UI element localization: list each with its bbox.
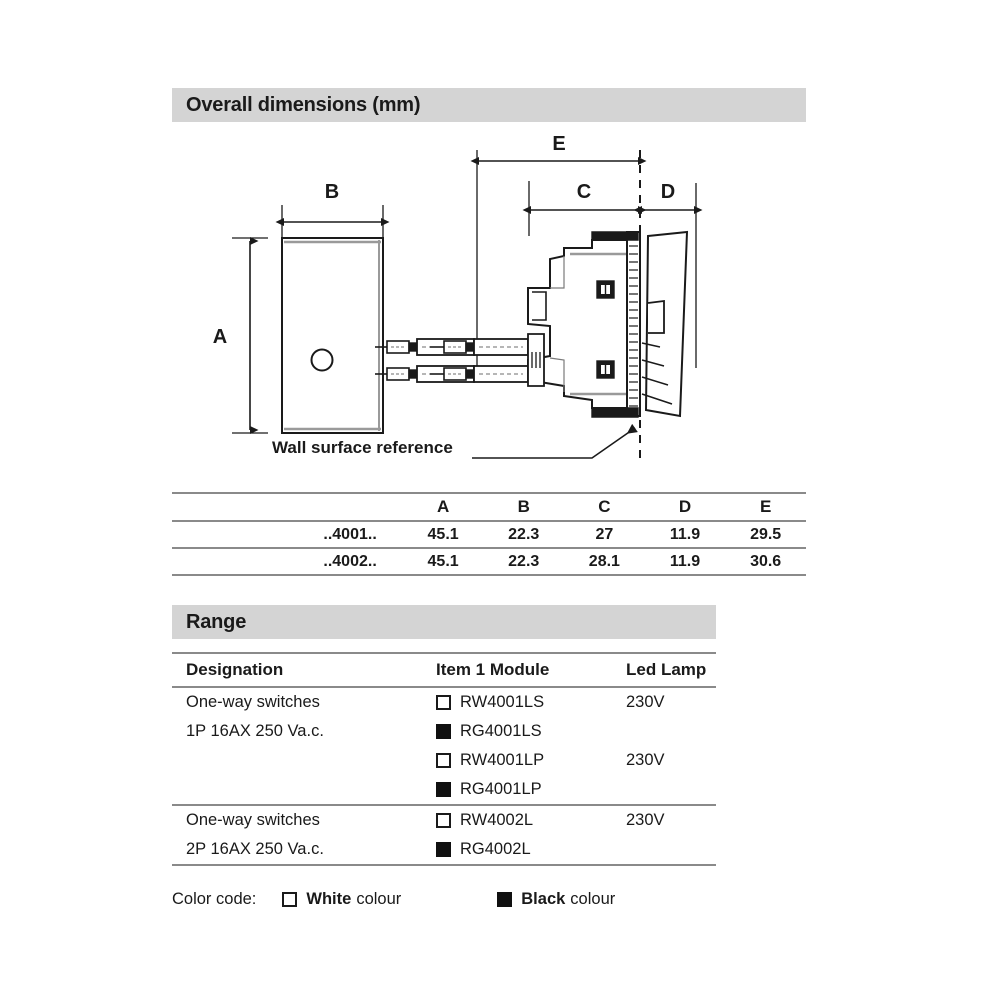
led-lamp-value (626, 835, 716, 864)
colour-swatch-white (436, 813, 451, 828)
module-line: RW4001LS (436, 688, 612, 717)
range-table: Designation Item 1 Module Led Lamp One-w… (172, 652, 716, 866)
led-lamp-value (626, 775, 716, 804)
range-group-row: One-way switches 1P 16AX 250 Va.c. RW400… (172, 687, 716, 806)
range-col-led-lamp: Led Lamp (612, 652, 716, 688)
module-code: RW4001LP (460, 751, 545, 769)
section-title-range: Range (186, 610, 247, 633)
dimension-col-C: C (564, 492, 645, 522)
module-code: RG4002L (460, 840, 531, 858)
table-row: ..4002.. 45.1 22.3 28.1 11.9 30.6 (172, 548, 806, 576)
dimension-label-C: C (577, 181, 591, 203)
range-designation-cell: One-way switches 1P 16AX 250 Va.c. (172, 687, 422, 806)
dimension-value-B: 22.3 (483, 521, 565, 549)
led-lamp-value (626, 717, 716, 746)
module-code: RG4001LP (460, 780, 542, 798)
colour-swatch-black (436, 842, 451, 857)
module-line: RG4001LS (436, 717, 612, 746)
color-code-label: Color code: (172, 889, 257, 908)
section-title-overall-dimensions: Overall dimensions (mm) (186, 93, 421, 116)
color-code-white-suffix: colour (356, 889, 402, 908)
dimension-col-A: A (402, 492, 484, 522)
overall-dimensions-table: A B C D E ..4001.. 45.1 22.3 27 11.9 29.… (172, 492, 806, 576)
color-code-black-suffix: colour (570, 889, 616, 908)
color-code-legend: Color code: White colour Black colour (172, 884, 716, 914)
colour-swatch-black (436, 724, 451, 739)
range-led-lamp-cell: 230V (612, 805, 716, 866)
dimension-col-E: E (725, 492, 806, 522)
color-code-white-name: White (306, 889, 352, 908)
dimension-row-label: ..4002.. (172, 548, 403, 576)
table-row: ..4001.. 45.1 22.3 27 11.9 29.5 (172, 521, 806, 549)
range-group-row: One-way switches 2P 16AX 250 Va.c. RW400… (172, 805, 716, 866)
section-header-range: Range (172, 605, 716, 639)
led-lamp-value: 230V (626, 811, 665, 829)
dimension-col-blank (172, 492, 403, 522)
dimension-value-C: 27 (564, 521, 645, 549)
dimension-table-header-row: A B C D E (172, 492, 806, 522)
colour-swatch-white (436, 695, 451, 710)
dimension-label-B: B (325, 181, 339, 203)
led-lamp-value: 230V (626, 751, 665, 769)
range-col-module: Item 1 Module (422, 652, 612, 688)
dimension-value-D: 11.9 (644, 548, 726, 576)
colour-swatch-white (436, 753, 451, 768)
section-header-overall-dimensions: Overall dimensions (mm) (172, 88, 806, 122)
dimension-col-D: D (644, 492, 726, 522)
color-code-black-name: Black (521, 889, 566, 908)
dimension-label-E: E (552, 133, 565, 155)
technical-drawing: B A E C D Wall surface reference (172, 128, 812, 483)
color-code-white: White colour (282, 890, 401, 909)
dimension-col-B: B (483, 492, 565, 522)
dimension-value-A: 45.1 (402, 548, 484, 576)
designation-line: 2P 16AX 250 Va.c. (186, 840, 324, 858)
dimension-value-E: 30.6 (725, 548, 806, 576)
led-lamp-value: 230V (626, 693, 665, 711)
range-designation-cell: One-way switches 2P 16AX 250 Va.c. (172, 805, 422, 866)
module-code: RW4002L (460, 811, 534, 829)
dimension-value-C: 28.1 (564, 548, 645, 576)
range-module-cell: RW4001LS RG4001LS RW4001LP RG4001LP (422, 687, 612, 806)
dimension-row-label: ..4001.. (172, 521, 403, 549)
range-table-header-row: Designation Item 1 Module Led Lamp (172, 652, 716, 688)
range-col-designation: Designation (172, 652, 422, 688)
dimension-label-A: A (213, 326, 227, 348)
range-module-cell: RW4002L RG4002L (422, 805, 612, 866)
module-line: RW4002L (436, 806, 612, 835)
designation-line: 1P 16AX 250 Va.c. (186, 722, 324, 740)
colour-swatch-white (282, 891, 298, 907)
range-led-lamp-cell: 230V 230V (612, 687, 716, 806)
designation-line: One-way switches (186, 693, 320, 711)
module-line: RW4001LP (436, 746, 612, 775)
colour-swatch-black (436, 782, 451, 797)
module-code: RW4001LS (460, 693, 545, 711)
dimension-value-B: 22.3 (483, 548, 565, 576)
wall-surface-reference-label: Wall surface reference (272, 438, 453, 457)
dimension-label-D: D (661, 181, 675, 203)
module-code: RG4001LS (460, 722, 542, 740)
dimension-value-A: 45.1 (402, 521, 484, 549)
dimension-value-D: 11.9 (644, 521, 726, 549)
color-code-black: Black colour (497, 890, 615, 909)
designation-line: One-way switches (186, 811, 320, 829)
colour-swatch-black (497, 891, 513, 907)
module-line: RG4001LP (436, 775, 612, 804)
module-line: RG4002L (436, 835, 612, 864)
dimension-value-E: 29.5 (725, 521, 806, 549)
